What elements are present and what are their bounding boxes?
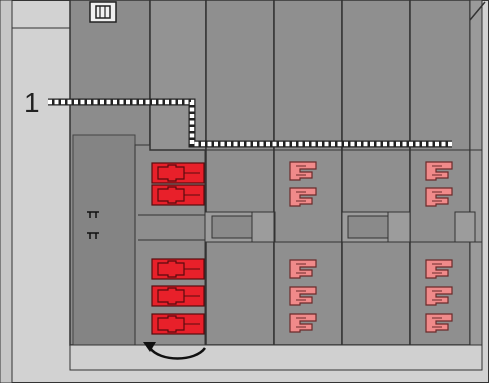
callout-number: 1 (24, 87, 40, 118)
terminal-symbol-icon (87, 211, 99, 239)
chip-icon (89, 1, 117, 23)
callout-line (48, 98, 452, 148)
rotate-arrow-icon (143, 342, 207, 360)
